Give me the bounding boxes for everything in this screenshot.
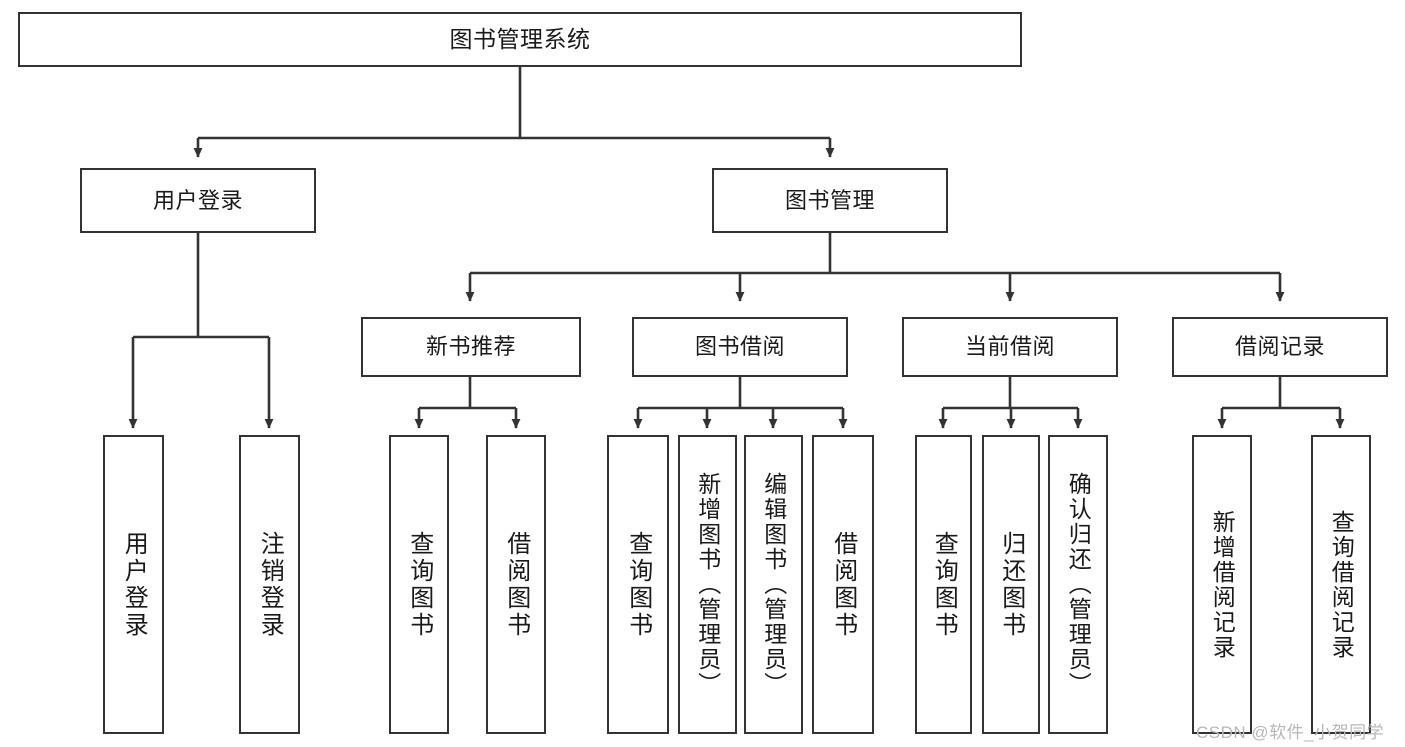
node-leaf-return-book[interactable]: 归还图书 — [982, 435, 1040, 734]
node-borrow-record[interactable]: 借阅记录 — [1172, 317, 1388, 377]
node-leaf-user-login[interactable]: 用户登录 — [103, 435, 164, 734]
node-leaf-confirm-return[interactable]: 确认归还（管理员） — [1048, 435, 1108, 734]
node-leaf-add-record-label: 新增借阅记录 — [1209, 509, 1236, 660]
node-leaf-add-record[interactable]: 新增借阅记录 — [1192, 435, 1252, 734]
node-new-book-recommend[interactable]: 新书推荐 — [361, 317, 581, 377]
node-leaf-borrow-book-2[interactable]: 借阅图书 — [812, 435, 874, 734]
node-borrow-record-label: 借阅记录 — [1234, 334, 1325, 360]
node-leaf-query-book-2[interactable]: 查询图书 — [607, 435, 669, 734]
node-leaf-add-book[interactable]: 新增图书（管理员） — [678, 435, 737, 734]
node-current-borrow-label: 当前借阅 — [964, 334, 1055, 360]
node-user-login[interactable]: 用户登录 — [80, 168, 316, 233]
node-leaf-query-record[interactable]: 查询借阅记录 — [1311, 435, 1371, 734]
node-book-borrow-label: 图书借阅 — [694, 334, 785, 360]
node-leaf-borrow-book-1-label: 借阅图书 — [502, 530, 530, 639]
node-leaf-logout-login-label: 注销登录 — [256, 530, 284, 639]
node-leaf-logout-login[interactable]: 注销登录 — [239, 435, 300, 734]
node-leaf-borrow-book-2-label: 借阅图书 — [829, 530, 857, 639]
node-leaf-user-login-label: 用户登录 — [120, 530, 148, 639]
node-leaf-query-book-1-label: 查询图书 — [405, 530, 433, 639]
node-current-borrow[interactable]: 当前借阅 — [902, 317, 1118, 377]
node-leaf-edit-book-label: 编辑图书（管理员） — [760, 472, 787, 697]
node-root-label: 图书管理系统 — [449, 25, 591, 52]
node-leaf-confirm-return-label: 确认归还（管理员） — [1065, 472, 1092, 697]
node-book-management[interactable]: 图书管理 — [712, 168, 948, 233]
node-leaf-query-book-1[interactable]: 查询图书 — [389, 435, 449, 734]
node-book-management-label: 图书管理 — [784, 187, 875, 213]
node-leaf-borrow-book-1[interactable]: 借阅图书 — [486, 435, 546, 734]
node-leaf-add-book-label: 新增图书（管理员） — [694, 472, 721, 697]
node-leaf-query-book-3[interactable]: 查询图书 — [915, 435, 972, 734]
watermark-text: CSDN @软件_小贺同学 — [1196, 723, 1385, 742]
node-user-login-label: 用户登录 — [152, 187, 243, 213]
node-leaf-query-book-3-label: 查询图书 — [930, 530, 958, 639]
node-new-book-recommend-label: 新书推荐 — [425, 334, 516, 360]
node-leaf-return-book-label: 归还图书 — [997, 530, 1025, 639]
node-leaf-edit-book[interactable]: 编辑图书（管理员） — [744, 435, 803, 734]
node-leaf-query-book-2-label: 查询图书 — [624, 530, 652, 639]
node-book-borrow[interactable]: 图书借阅 — [632, 317, 848, 377]
node-root[interactable]: 图书管理系统 — [18, 12, 1022, 67]
node-leaf-query-record-label: 查询借阅记录 — [1328, 509, 1355, 660]
